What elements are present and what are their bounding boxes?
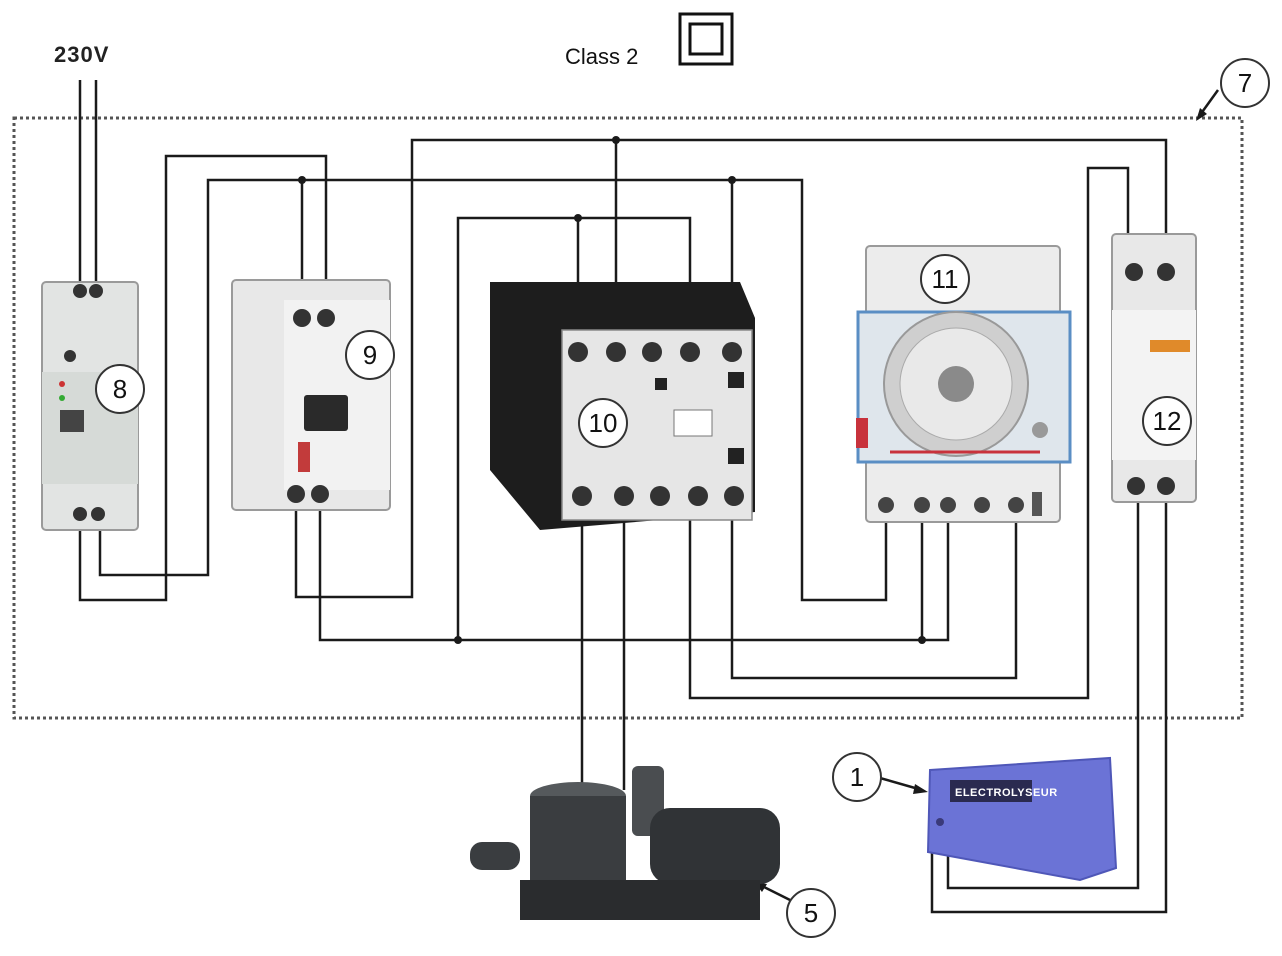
enclosure-number: 7 [1220, 58, 1270, 108]
class-2-symbol [678, 12, 734, 66]
timer-device [856, 245, 1072, 523]
pump-number: 5 [786, 888, 836, 938]
breaker-device [231, 279, 391, 511]
timer-number: 11 [920, 254, 970, 304]
junction-dots [298, 136, 926, 644]
power-supply-device [41, 281, 139, 531]
enclosure-border [12, 116, 1244, 720]
supply-voltage-label: 230V [54, 42, 110, 67]
breaker-number: 9 [345, 330, 395, 380]
relay-device [1111, 233, 1197, 503]
contactor-number: 10 [578, 398, 628, 448]
electrolyser-device [926, 756, 1118, 882]
power-supply-number: 8 [95, 364, 145, 414]
relay-number: 12 [1142, 396, 1192, 446]
electrolyser-number: 1 [832, 752, 882, 802]
contactor-device [490, 282, 755, 530]
electrolyser-label: ELECTROLYSEUR [955, 787, 1058, 799]
wires [78, 80, 1220, 914]
class-label: Class 2 [565, 44, 639, 69]
pump-device [470, 766, 780, 920]
